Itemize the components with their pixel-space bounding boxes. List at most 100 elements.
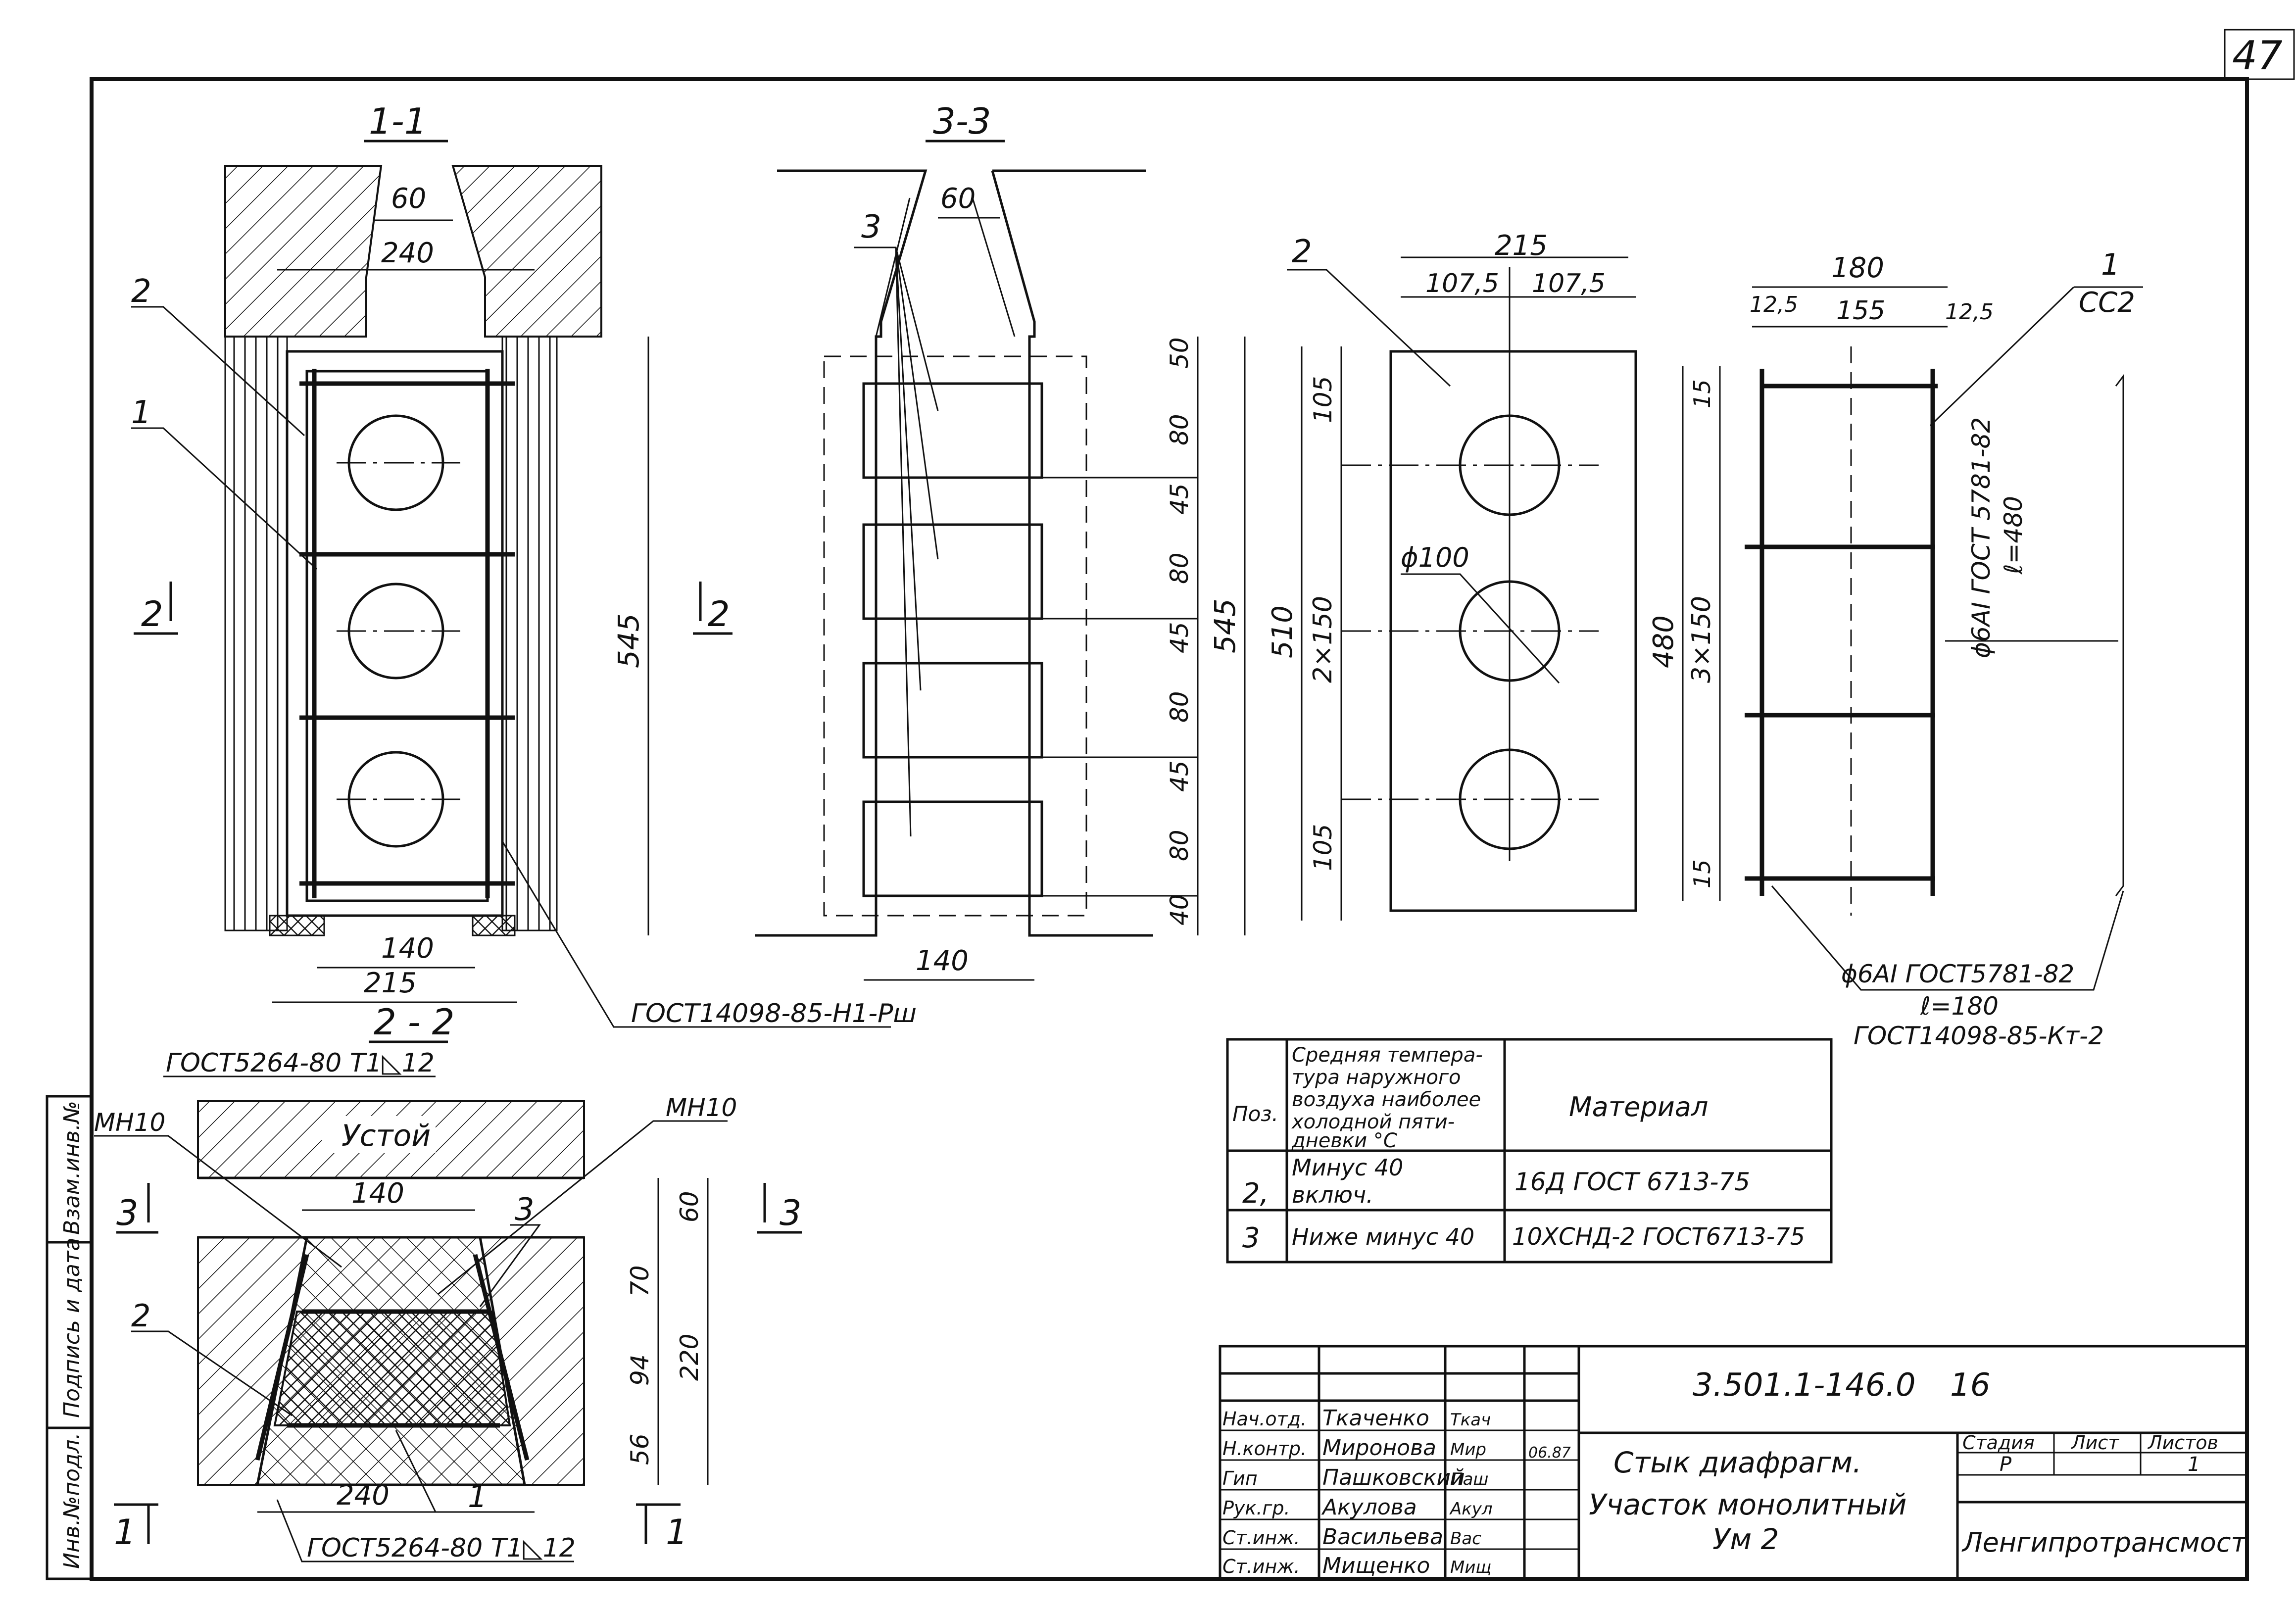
sign-1: Ткач xyxy=(1450,1410,1491,1430)
mn10-right: МН10 xyxy=(666,1093,737,1122)
sign-6: Мищ xyxy=(1450,1558,1491,1577)
cage-bar-vertical-length: ℓ=480 xyxy=(1999,496,2028,575)
plate-dim-105-bottom: 105 xyxy=(1309,824,1337,871)
cage-dim-155: 155 xyxy=(1836,296,1885,326)
cage-name: СС2 xyxy=(2079,287,2135,319)
callout-3-v22: 3 xyxy=(515,1191,534,1227)
stamp-signature-date: Подпись и дата xyxy=(59,1238,85,1418)
dim-3-3-chain-7: 45 xyxy=(1165,760,1194,792)
embedded-plate-1-1 xyxy=(286,350,504,917)
side-stamp: Инв.№подл. Подпись и дата Взам.инв.№ xyxy=(46,1095,93,1580)
sheet-number: 47 xyxy=(2232,33,2283,79)
plate-dim-107-left: 107,5 xyxy=(1425,269,1499,298)
stamp-inv-podl: Инв.№подл. xyxy=(59,1432,85,1569)
cage-callout-1: 1 xyxy=(2101,247,2120,282)
material-table: Поз. Средняя темпера- тура наружного воз… xyxy=(1226,1038,1833,1264)
cage-dim-180: 180 xyxy=(1831,252,1884,284)
section-label-3-3: 3-3 xyxy=(933,100,991,142)
cage-bar-horizontal-length: ℓ=180 xyxy=(1920,992,1999,1021)
stamp-vzam-inv: Взам.инв.№ xyxy=(59,1101,85,1235)
dim-1-1-60: 60 xyxy=(391,183,426,215)
sheet-frame xyxy=(90,77,2249,1581)
dim-2-2-70: 70 xyxy=(626,1265,654,1297)
section-label-2-2: 2 - 2 xyxy=(374,1001,454,1043)
dim-2-2-56: 56 xyxy=(626,1433,654,1465)
name-1: Ткаченко xyxy=(1322,1406,1429,1431)
dim-3-3-chain-3: 45 xyxy=(1165,483,1194,515)
note-mesh-1-1: ГОСТ14098-85-Н1-Рш xyxy=(631,999,917,1028)
cage-dim-12-5-left: 12,5 xyxy=(1750,292,1798,317)
dim-3-3-chain-4: 80 xyxy=(1165,552,1194,584)
doc-code: 3.501.1-146.0 xyxy=(1693,1367,1916,1404)
cut-mark-3-right: 3 xyxy=(780,1193,802,1233)
role-6: Ст.инж. xyxy=(1222,1556,1300,1577)
cage-bar-vertical-spec: ϕ6АI ГОСТ 5781-82 xyxy=(1967,417,1996,658)
abutment-label: Устой xyxy=(342,1119,431,1153)
plate-dim-510: 510 xyxy=(1267,605,1299,658)
dim-1-1-215: 215 xyxy=(364,967,417,999)
cut-mark-1-right: 1 xyxy=(666,1512,688,1553)
plate-dim-215: 215 xyxy=(1495,230,1548,262)
dim-3-3-140: 140 xyxy=(916,945,969,977)
weld-note-top: ГОСТ5264-80 Т1◺12 xyxy=(166,1048,435,1078)
role-4: Рук.гр. xyxy=(1222,1497,1290,1519)
dim-3-3-chain-6: 80 xyxy=(1165,691,1194,723)
sheet-number-box xyxy=(2224,29,2295,80)
organization: Ленгипротрансмост xyxy=(1961,1527,2247,1558)
sign-3: Паш xyxy=(1450,1469,1489,1489)
table-row2-pos: 3 xyxy=(1242,1222,1260,1254)
callout-2-v22: 2 xyxy=(131,1298,150,1334)
callout-2-v11: 2 xyxy=(131,273,151,310)
dim-3-3-chain-8: 80 xyxy=(1165,829,1194,861)
role-5: Ст.инж. xyxy=(1222,1527,1300,1549)
sign-date: 06.87 xyxy=(1528,1444,1571,1462)
role-1: Нач.отд. xyxy=(1222,1408,1307,1430)
dim-1-1-140: 140 xyxy=(381,932,434,965)
dim-3-3-chain-2: 80 xyxy=(1165,414,1194,445)
stage-value: Р xyxy=(2000,1453,2012,1476)
drawing-title-1: Стык диафрагм. xyxy=(1613,1446,1862,1479)
dim-2-2-94: 94 xyxy=(626,1354,654,1386)
doc-num: 16 xyxy=(1950,1367,1990,1404)
table-header-temp-5: дневки °С xyxy=(1291,1129,1397,1152)
cut-mark-2-left: 2 xyxy=(141,594,163,634)
table-header-temp-2: тура наружного xyxy=(1292,1066,1461,1089)
dim-3-3-chain-1: 50 xyxy=(1165,337,1194,369)
view-1-1: 1-1 60 240 545 140 xyxy=(131,100,917,1043)
sheets-label: Листов xyxy=(2147,1432,2218,1454)
sign-4: Акул xyxy=(1449,1499,1493,1519)
table-header-temp-3: воздуха наиболее xyxy=(1292,1088,1481,1111)
plate-dim-2x150: 2×150 xyxy=(1308,596,1338,683)
title-block: 3.501.1-146.0 16 Стык диафрагм. Участок … xyxy=(1219,1345,2248,1580)
callout-1-v22: 1 xyxy=(468,1478,487,1514)
role-3: Гип xyxy=(1222,1467,1258,1489)
dim-3-3-545: 545 xyxy=(1208,598,1242,653)
cut-mark-2-right: 2 xyxy=(708,594,730,634)
plate-hole-diameter: ϕ100 xyxy=(1401,542,1469,573)
abutment-top-right xyxy=(451,165,602,338)
name-2: Миронова xyxy=(1322,1435,1436,1461)
plate-dim-107-right: 107,5 xyxy=(1532,269,1606,298)
sign-2: Мир xyxy=(1450,1440,1486,1460)
abutment-top-left xyxy=(224,165,383,338)
sheet-label: Лист xyxy=(2070,1432,2120,1454)
cage-dim-15-top: 15 xyxy=(1689,379,1715,408)
table-header-temp-1: Средняя темпера- xyxy=(1292,1044,1483,1067)
view-2-2: ГОСТ5264-80 Т1◺12 Устой 140 240 60 70 94… xyxy=(94,1048,802,1563)
dim-2-2-140: 140 xyxy=(351,1177,404,1210)
callout-2-plate: 2 xyxy=(1292,234,1312,270)
table-header-material: Материал xyxy=(1569,1091,1708,1122)
table-row1-temp-2: включ. xyxy=(1292,1181,1373,1208)
table-row1-temp-1: Минус 40 xyxy=(1292,1154,1403,1181)
sign-5: Вас xyxy=(1450,1529,1481,1549)
section-label-1-1: 1-1 xyxy=(369,100,427,142)
weld-note-bottom: ГОСТ5264-80 Т1◺12 xyxy=(307,1533,576,1563)
dim-1-1-240: 240 xyxy=(381,237,434,269)
cage-dim-15-bottom: 15 xyxy=(1689,859,1715,888)
dim-3-3-chain-9: 40 xyxy=(1165,894,1194,926)
cage-dim-480: 480 xyxy=(1648,615,1680,668)
stage-label: Стадия xyxy=(1962,1432,2035,1454)
name-3: Пашковский xyxy=(1322,1465,1465,1490)
sheets-value: 1 xyxy=(2188,1453,2200,1476)
